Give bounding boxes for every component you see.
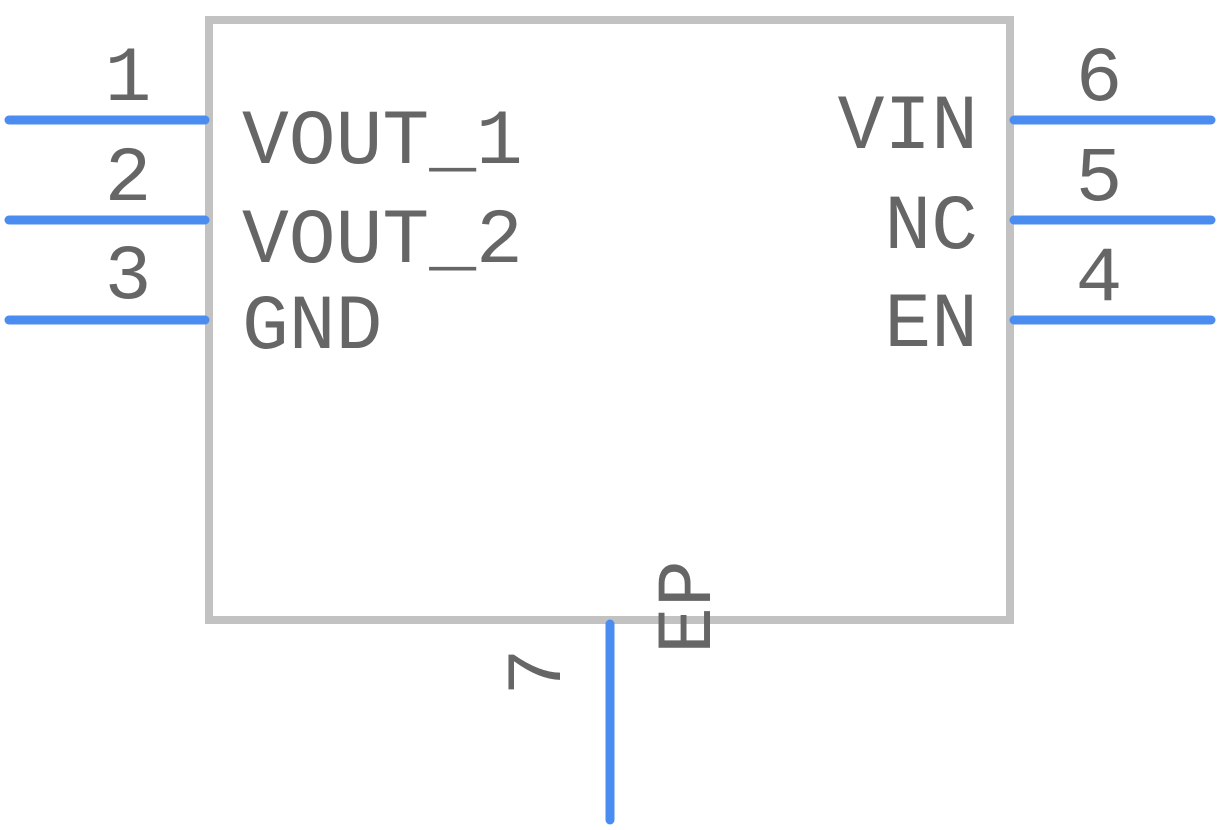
pin-6-number: 6 [1076, 36, 1123, 124]
component-body [205, 16, 1014, 624]
pin-2-number: 2 [105, 136, 152, 224]
pin-5-name: NC [884, 184, 978, 272]
pin-5-number: 5 [1076, 136, 1123, 224]
pin-6-name: VIN [838, 84, 978, 172]
pin-4-name: EN [884, 282, 978, 370]
pin-3-number: 3 [105, 234, 152, 322]
pin-2-name: VOUT_2 [242, 198, 523, 286]
pin-3-name: GND [242, 284, 382, 372]
pin-7-number: 7 [496, 649, 584, 696]
pin-1-number: 1 [105, 36, 152, 124]
pin-4-number: 4 [1076, 236, 1123, 324]
pin-1-name: VOUT_1 [242, 99, 523, 187]
pin-7-name: EP [646, 560, 734, 654]
